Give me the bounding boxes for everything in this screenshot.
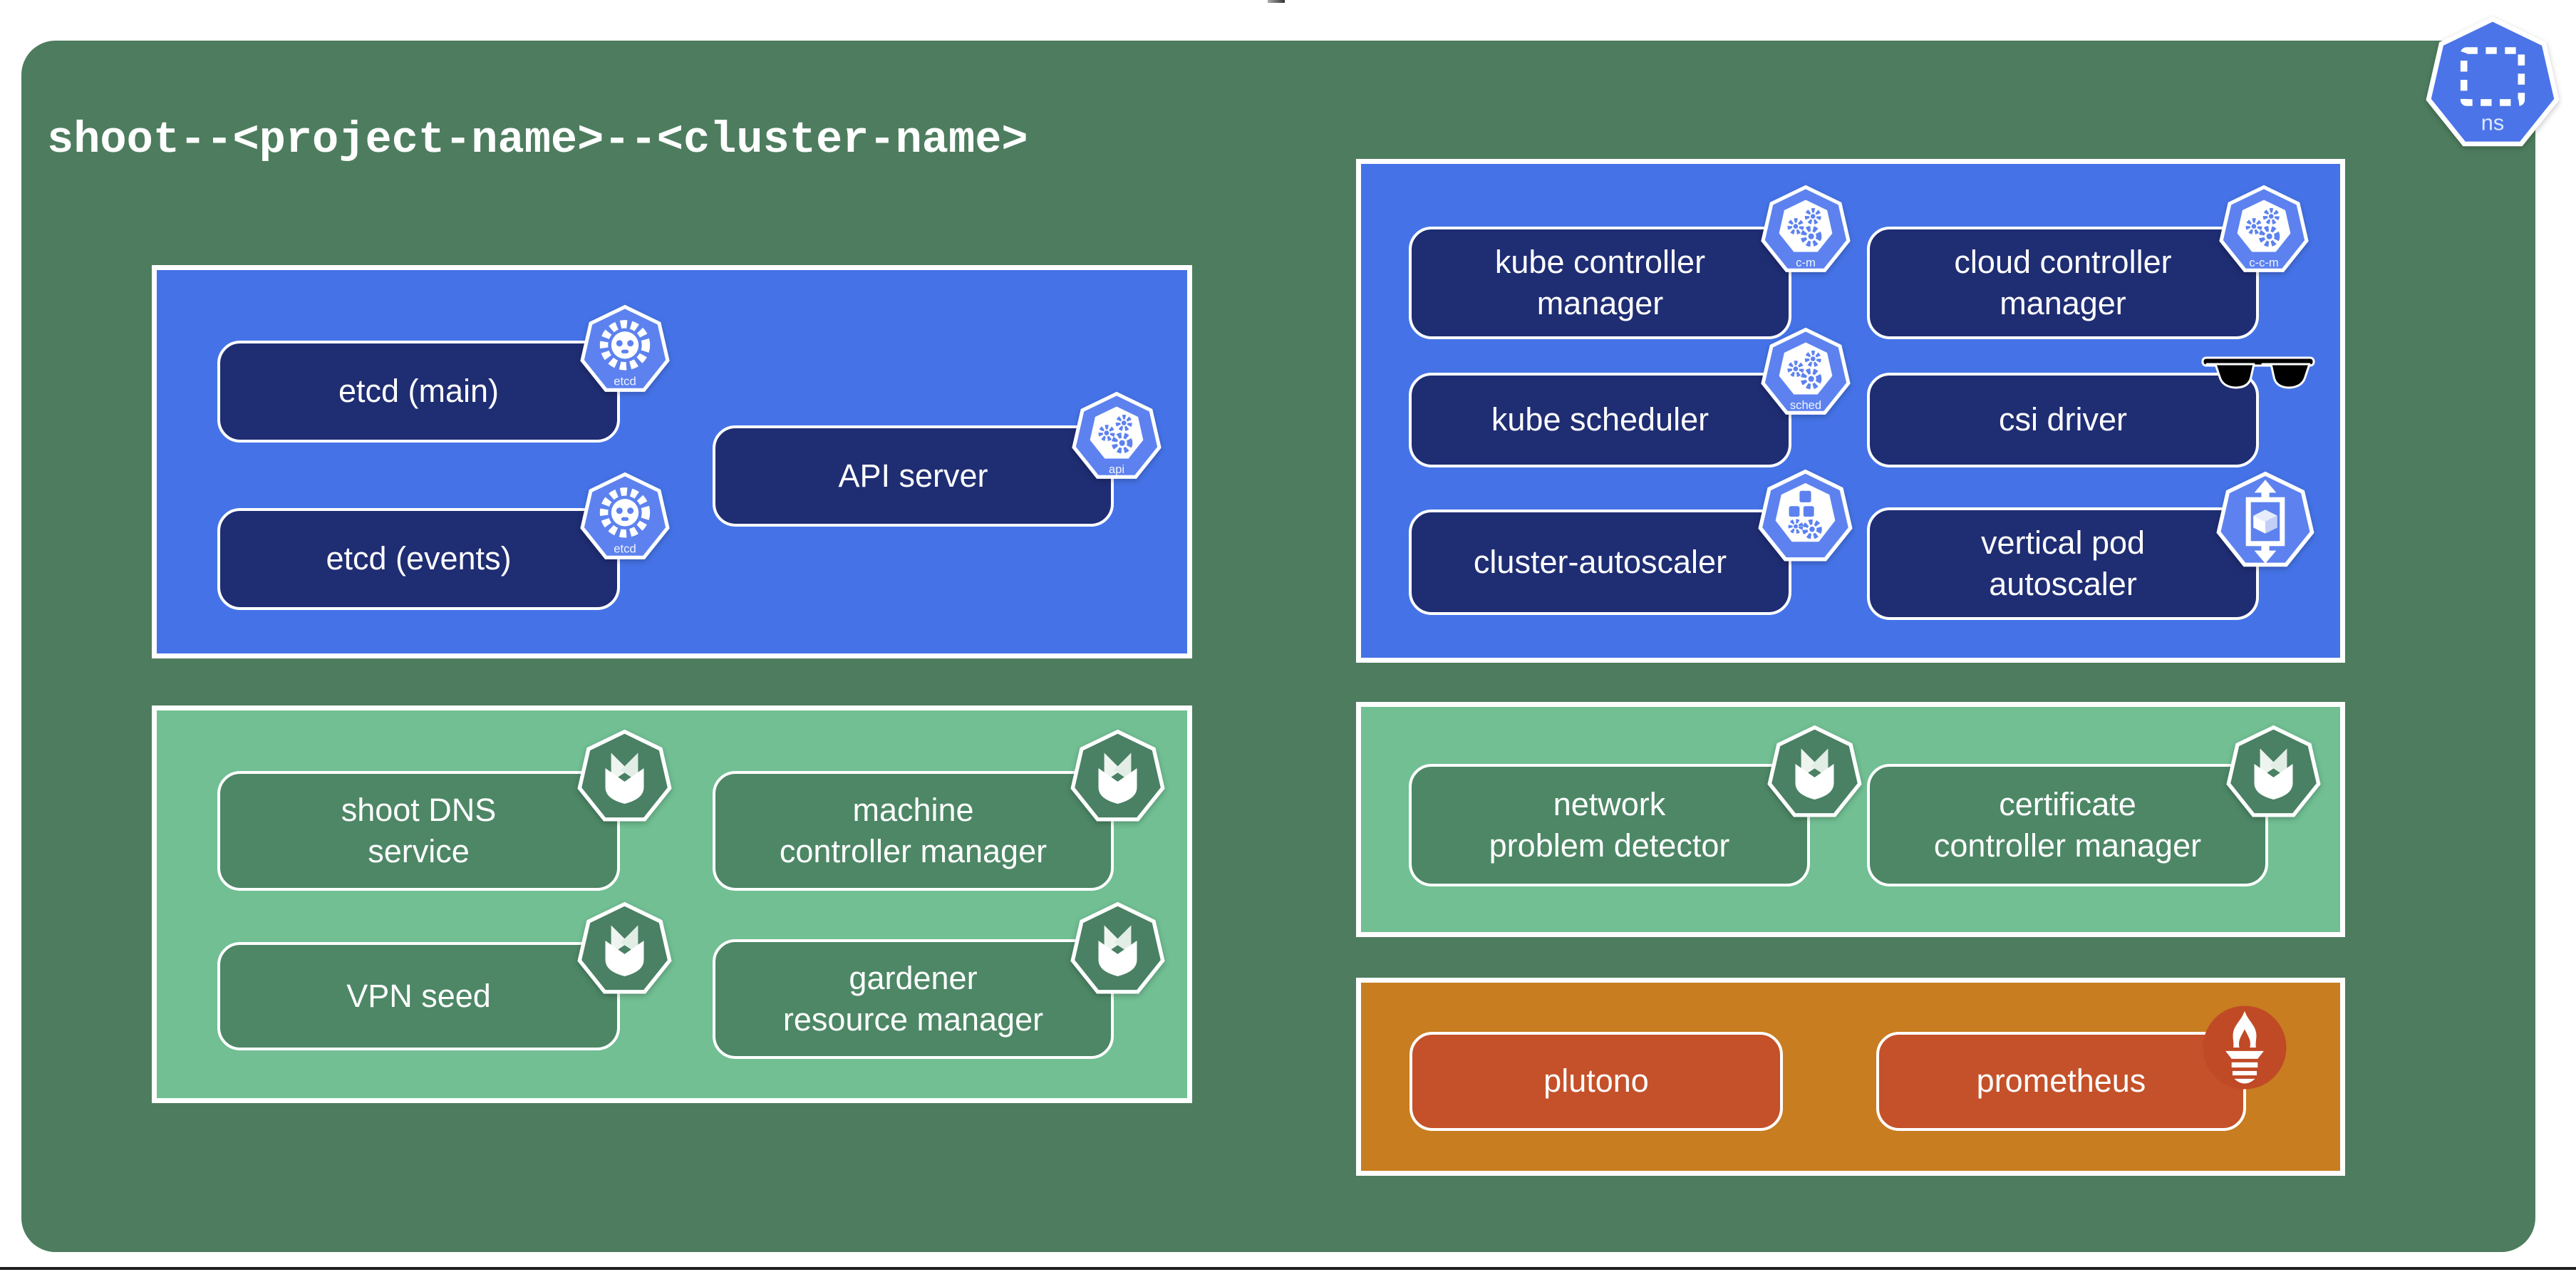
etcd-icon-label: etcd — [614, 542, 636, 556]
prometheus-node: prometheus — [1876, 1005, 2287, 1131]
kube-scheduler-label: kube scheduler — [1491, 401, 1709, 438]
panel-gardener-components: shoot DNS service machine controller man… — [152, 705, 1192, 1103]
top-edge-artifact — [1268, 0, 1285, 3]
certificate-controller-manager-node: certificate controller manager — [1867, 725, 2321, 886]
plutono-node: plutono — [1409, 1032, 1783, 1131]
prometheus-icon — [2203, 1005, 2287, 1090]
shoot-dns-service-label: shoot DNS service — [341, 791, 497, 870]
csi-driver-label: csi driver — [1998, 401, 2128, 438]
namespace-title: shoot--<project-name>--<cluster-name> — [47, 115, 1028, 165]
kube-controller-manager-label: kube controller manager — [1494, 243, 1706, 322]
panel-monitoring: plutono prometheus — [1356, 978, 2345, 1176]
gardener-icon — [2226, 725, 2321, 817]
etcd-events-label: etcd (events) — [326, 540, 512, 577]
etcd-icon: etcd — [580, 472, 670, 559]
vertical-pod-autoscaler-icon — [2216, 471, 2314, 567]
gardener-icon — [1070, 901, 1165, 994]
cloud-controller-manager-node: cloud controller manager c-c-m — [1867, 185, 2309, 339]
gardener-resource-manager-label: gardener resource manager — [782, 959, 1044, 1038]
panel-gardener-operators: network problem detector certificate con… — [1356, 702, 2345, 937]
plutono-label: plutono — [1543, 1062, 1649, 1100]
kube-controller-manager-node: kube controller manager c-m — [1409, 185, 1851, 339]
cloud-controller-manager-icon-label: c-c-m — [2249, 256, 2279, 269]
etcd-icon-label: etcd — [614, 375, 636, 388]
prometheus-label: prometheus — [1976, 1062, 2146, 1100]
shoot-namespace-container: shoot--<project-name>--<cluster-name> et… — [21, 41, 2535, 1252]
gardener-resource-manager-node: gardener resource manager — [713, 901, 1165, 1059]
gardener-icon — [1070, 729, 1165, 822]
sunglasses-icon — [2201, 356, 2315, 389]
panel-kubernetes-control-plane: etcd (main) etcd API server — [152, 265, 1192, 658]
machine-controller-manager-label: machine controller manager — [779, 791, 1048, 870]
gardener-icon — [1767, 725, 1862, 817]
network-problem-detector-label: network problem detector — [1489, 785, 1730, 864]
certificate-controller-manager-label: certificate controller manager — [1933, 785, 2202, 864]
vpn-seed-label: VPN seed — [346, 977, 491, 1014]
bottom-divider — [0, 1267, 2576, 1270]
etcd-main-node: etcd (main) etcd — [217, 304, 670, 443]
api-icon-label: api — [1109, 462, 1124, 476]
vpn-seed-node: VPN seed — [217, 901, 672, 1050]
namespace-icon-label: ns — [2481, 110, 2504, 135]
gardener-icon — [577, 729, 672, 822]
cluster-autoscaler-label: cluster-autoscaler — [1473, 543, 1727, 580]
csi-driver-node: csi driver — [1867, 356, 2315, 467]
scheduler-icon-label: sched — [1790, 398, 1821, 412]
etcd-main-label: etcd (main) — [338, 373, 500, 410]
cloud-controller-manager-label: cloud controller manager — [1954, 243, 2172, 322]
cluster-autoscaler-icon — [1758, 469, 1853, 562]
etcd-events-node: etcd (events) etcd — [217, 472, 670, 610]
api-server-node: API server api — [713, 391, 1162, 527]
machine-controller-manager-node: machine controller manager — [713, 729, 1165, 891]
panel-kubernetes-system: kube controller manager c-m cloud contro… — [1356, 159, 2345, 663]
kubernetes-api-icon: api — [1072, 391, 1162, 479]
network-problem-detector-node: network problem detector — [1409, 725, 1862, 886]
gardener-icon — [577, 901, 672, 994]
kube-scheduler-node: kube scheduler sched — [1409, 327, 1851, 467]
controller-manager-icon: c-m — [1761, 185, 1851, 272]
controller-manager-icon-label: c-m — [1796, 256, 1816, 269]
etcd-icon: etcd — [580, 304, 670, 392]
vertical-pod-autoscaler-label: vertical pod autoscaler — [1980, 524, 2146, 603]
shoot-dns-service-node: shoot DNS service — [217, 729, 672, 891]
scheduler-icon: sched — [1761, 327, 1851, 415]
api-server-label: API server — [838, 457, 988, 494]
cluster-autoscaler-node: cluster-autoscaler — [1409, 469, 1853, 615]
namespace-icon: ns — [2426, 16, 2560, 147]
vertical-pod-autoscaler-node: vertical pod autoscaler — [1867, 471, 2314, 620]
cloud-controller-manager-icon: c-c-m — [2219, 185, 2309, 272]
